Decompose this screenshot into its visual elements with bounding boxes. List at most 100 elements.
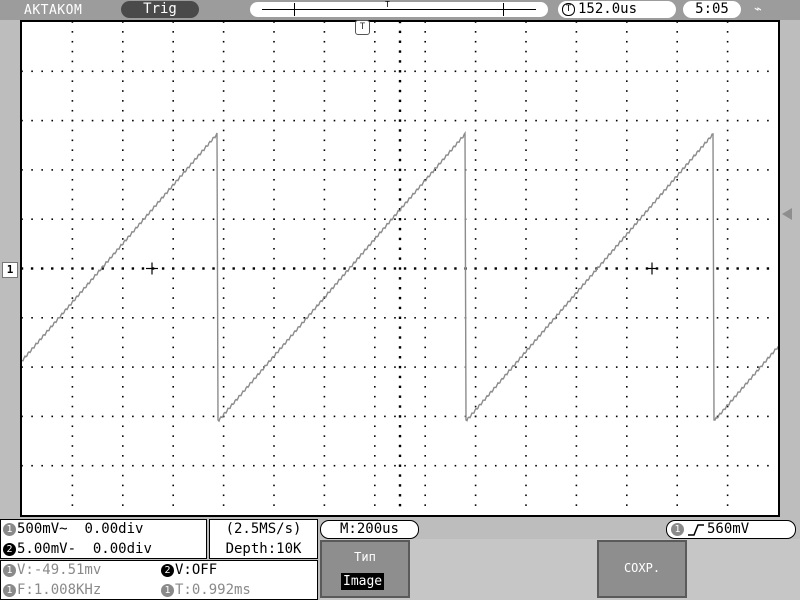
grid-dot [424, 188, 426, 191]
grid-dot [394, 70, 396, 73]
grid-dot [91, 119, 94, 122]
grid-dot [575, 80, 578, 82]
grid-dot [273, 474, 275, 477]
grid-dot [222, 188, 225, 191]
waveform-display[interactable] [20, 20, 780, 517]
grid-dot [525, 317, 527, 319]
grid-dot [525, 228, 527, 230]
grid-dot [474, 149, 477, 151]
grid-dot [676, 188, 678, 191]
grid-dot [726, 80, 729, 82]
grid-dot [253, 70, 255, 73]
grid-dot [515, 464, 517, 467]
grid-dot [525, 435, 527, 437]
trigger-level-value: 560mV [707, 521, 750, 537]
grid-dot [122, 60, 124, 63]
grid-dot [374, 198, 376, 201]
grid-dot [504, 267, 508, 270]
grid-dot [222, 484, 225, 487]
grid-dot [172, 60, 174, 63]
softkey-type[interactable]: Тип Image [320, 540, 410, 598]
grid-dot [414, 169, 416, 171]
grid-dot [746, 317, 749, 319]
grid-dot [575, 504, 578, 506]
grid-dot [323, 494, 326, 497]
grid-dot [242, 218, 245, 220]
grid-dot [646, 317, 648, 319]
grid-dot [172, 70, 174, 73]
grid-dot [525, 149, 527, 151]
grid-dot [323, 386, 326, 388]
grid-dot [313, 317, 316, 319]
grid-dot [595, 317, 598, 319]
grid-dot [474, 386, 477, 388]
grid-dot [444, 464, 447, 467]
grid-dot [767, 415, 769, 418]
grid-dot [575, 247, 578, 250]
grid-dot [122, 139, 124, 142]
grid-dot [323, 366, 326, 368]
grid-dot [585, 267, 588, 270]
grid-dot [696, 218, 699, 220]
grid-dot [242, 70, 245, 73]
grid-dot [474, 395, 477, 398]
grid-dot [524, 267, 528, 270]
grid-dot [374, 376, 376, 378]
grid-dot [122, 386, 124, 388]
timeline-window-left [294, 3, 295, 16]
grid-dot [726, 307, 729, 309]
grid-dot [142, 317, 144, 319]
grid-dot [374, 474, 376, 477]
grid-dot [71, 178, 74, 181]
grid-dot [525, 336, 527, 339]
grid-dot [101, 119, 104, 122]
grid-dot [192, 415, 195, 418]
grid-dot [595, 119, 598, 122]
grid-dot [132, 415, 134, 418]
grid-dot [626, 119, 628, 122]
grid-dot [565, 267, 568, 270]
grid-dot [273, 119, 275, 122]
grid-dot [746, 218, 749, 220]
grid-dot [374, 218, 376, 220]
trigger-position-marker[interactable]: T [355, 20, 370, 35]
grid-dot [212, 169, 215, 171]
grid-dot [192, 366, 195, 368]
grid-dot [31, 119, 33, 122]
grid-dot [626, 129, 628, 132]
grid-dot [172, 169, 174, 171]
grid-dot [555, 366, 558, 368]
grid-dot [273, 31, 275, 33]
grid-dot [575, 415, 578, 418]
grid-dot [686, 317, 689, 319]
grid-dot [374, 129, 376, 132]
timebase-readout[interactable]: M:200us [320, 520, 419, 539]
grid-dot [626, 188, 628, 191]
grid-dot [122, 80, 124, 82]
grid-dot [474, 40, 477, 43]
trigger-level-readout[interactable]: 1 560mV [666, 520, 796, 539]
grid-dot [726, 40, 729, 43]
grid-dot [676, 326, 678, 329]
grid-dot [383, 267, 387, 270]
grid-dot [122, 317, 124, 319]
grid-dot [646, 218, 648, 220]
grid-dot [122, 119, 124, 122]
grid-dot [726, 198, 729, 201]
grid-dot [676, 169, 678, 171]
grid-dot [424, 395, 426, 398]
grid-dot [676, 159, 678, 161]
grid-dot [398, 454, 402, 458]
measurement-value: V:-49.51mv [17, 562, 102, 578]
channel1-trace [22, 130, 778, 423]
trigger-level-marker[interactable] [782, 208, 792, 220]
grid-dot [122, 22, 124, 23]
grid-dot [656, 218, 658, 220]
grid-dot [122, 435, 124, 437]
softkey-save[interactable]: СОХР. [597, 540, 687, 598]
grid-dot [222, 139, 225, 142]
channel1-ground-marker[interactable]: 1 [2, 262, 18, 278]
grid-dot [172, 159, 174, 161]
